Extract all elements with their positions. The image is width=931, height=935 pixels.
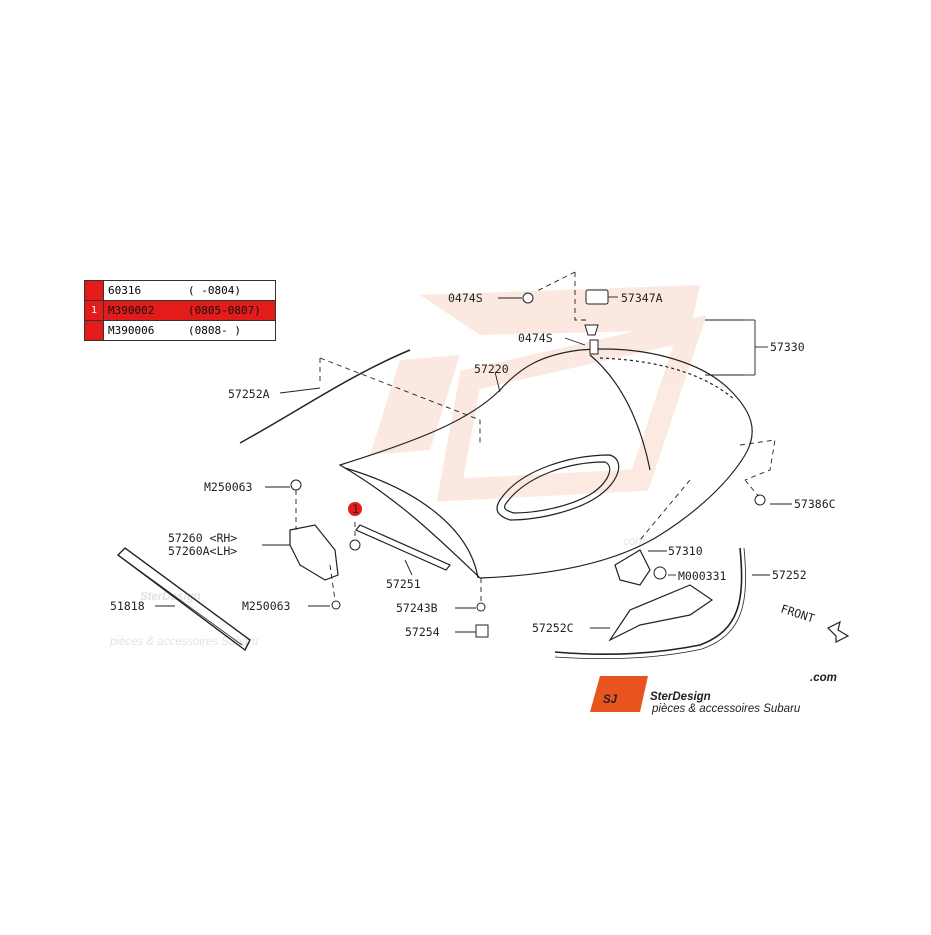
label-57386c: 57386C [794,497,836,511]
logo-brand-name: SterDesign [650,691,711,703]
leader-lines [155,296,792,633]
watermark-brand: SterDesign [140,591,201,603]
watermark-tagline: pièces & accessoires Subaru [109,636,259,648]
logo-mark [590,676,648,712]
stay-57251 [355,524,451,571]
part-code: 60316 [108,284,142,297]
label-57252: 57252 [772,568,807,582]
watermark: SterDesign .com pièces & accessoires Sub… [109,285,707,648]
fasteners [290,289,766,638]
logo-tagline: pièces & accessoires Subaru [651,703,801,715]
seal-57252 [554,547,743,655]
label-57252a: 57252A [228,387,270,401]
label-51818: 51818 [110,599,145,613]
brand-logo: SJ SterDesign .com pièces & accessoires … [590,672,837,715]
front-label: FRONT [779,602,816,626]
label-0474s-top: 0474S [448,291,483,305]
seal-57252a [239,349,411,444]
logo-dotcom: .com [810,672,837,684]
hood-panel [338,348,753,579]
label-57347a: 57347A [621,291,663,305]
label-0474s-bottom: 0474S [518,331,553,345]
watermark-dotcom: .com [620,536,645,548]
label-57260-rh: 57260 <RH> [168,531,237,545]
front-arrow: FRONT [779,602,850,643]
label-m250063-bottom: M250063 [242,599,291,613]
label-57330: 57330 [770,340,805,354]
date-range: ( -0804) [188,284,241,297]
table-row: M390006 (0808- ) [85,321,275,340]
row-marker [85,321,104,340]
label-57220: 57220 [474,362,509,376]
label-57254: 57254 [405,625,440,639]
front-arrow-icon [826,620,850,643]
table-row-highlighted: 1 M390002 (0805-0807) [85,301,275,321]
label-57252c: 57252C [532,621,574,635]
hinge-57260 [289,524,339,581]
logo-mark-text: SJ [603,694,618,706]
label-57251: 57251 [386,577,421,591]
callout-marker: 1 [348,502,362,516]
label-57260a-lh: 57260A<LH> [168,544,237,558]
row-marker [85,281,104,300]
label-m000331: M000331 [678,569,727,583]
label-57310: 57310 [668,544,703,558]
latch-57310 [614,549,651,586]
label-57243b: 57243B [396,601,438,615]
row-marker: 1 [85,301,104,320]
applicability-table: 60316 ( -0804) 1 M390002 (0805-0807) M39… [84,280,276,341]
part-code: M390002 [108,304,155,317]
label-m250063-top: M250063 [204,480,253,494]
seal-57252c [608,584,714,642]
callout-marker-text: 1 [352,502,359,516]
table-row: 60316 ( -0804) [85,281,275,301]
weatherstrip-51818 [116,547,251,652]
date-range: (0805-0807) [188,304,261,317]
part-code: M390006 [108,324,155,337]
date-range: (0808- ) [188,324,241,337]
